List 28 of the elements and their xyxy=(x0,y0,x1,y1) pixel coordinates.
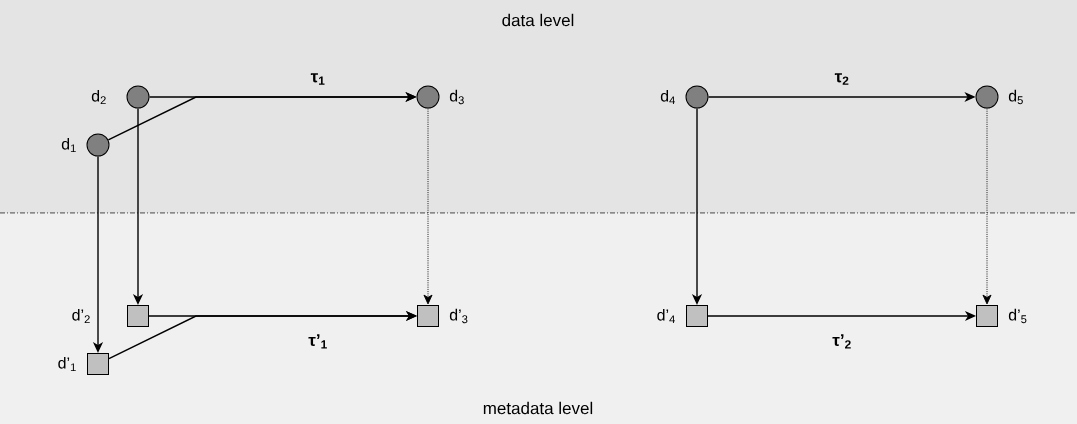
edge-label: τ’$_{1}$ xyxy=(308,334,327,349)
data-circle xyxy=(86,133,110,157)
data-circle xyxy=(416,85,440,109)
metadata-square xyxy=(417,305,439,327)
node-label: d$_{3}$ xyxy=(449,89,464,105)
node-label: d’$_{5}$ xyxy=(1008,308,1027,324)
node-label: d’$_{2}$ xyxy=(72,308,90,324)
node-label: d$_{4}$ xyxy=(660,89,675,105)
metadata-square xyxy=(686,305,708,327)
metadata-square xyxy=(87,353,109,375)
node-label: d$_{5}$ xyxy=(1008,89,1023,105)
edge-label: τ$_{2}$ xyxy=(834,73,849,85)
data-circle xyxy=(126,85,150,109)
node-label: d’$_{1}$ xyxy=(58,356,76,372)
arrow xyxy=(423,108,433,305)
node-label: d’$_{3}$ xyxy=(449,308,468,324)
node-label: d’$_{4}$ xyxy=(657,308,675,324)
level-label: data level xyxy=(502,13,574,27)
level-label: metadata level xyxy=(483,401,593,415)
edge-label: τ’$_{2}$ xyxy=(832,334,851,349)
node-label: d$_{1}$ xyxy=(61,137,76,153)
node-label: d$_{2}$ xyxy=(91,89,106,105)
metadata-square xyxy=(976,305,998,327)
data-circle xyxy=(975,85,999,109)
edge-label: τ$_{1}$ xyxy=(310,73,325,85)
data-circle xyxy=(685,85,709,109)
arrow xyxy=(982,108,992,305)
metadata-square xyxy=(127,305,149,327)
